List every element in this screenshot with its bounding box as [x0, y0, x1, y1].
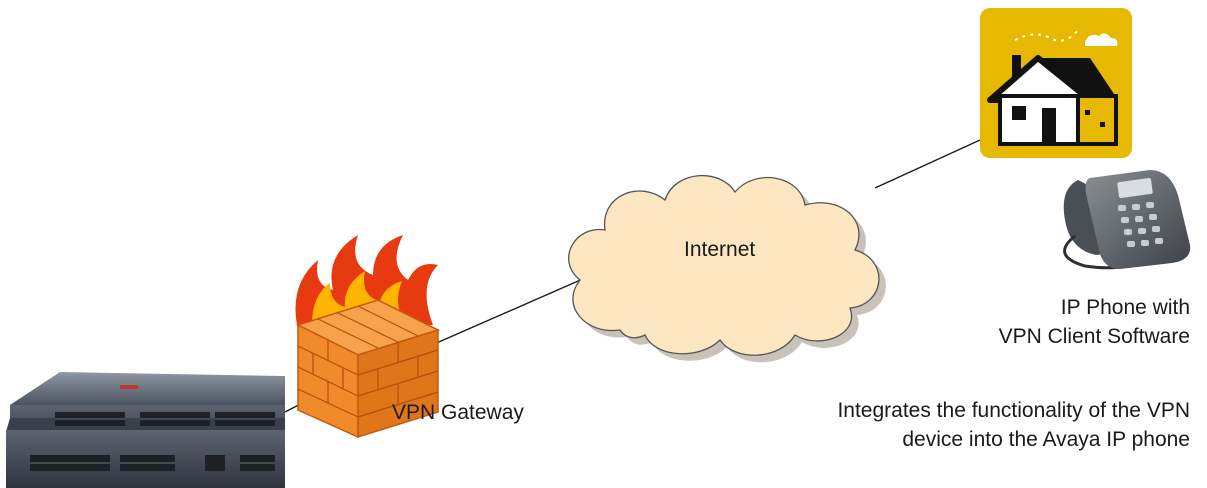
ip-phone-label-line2: VPN Client Software [998, 325, 1190, 348]
ip-phone-label-line1: IP Phone with [1060, 296, 1190, 319]
home-icon [980, 8, 1132, 158]
ip-phone-icon [1063, 170, 1191, 270]
ip-phone-label: IP Phone with VPN Client Software [999, 293, 1190, 351]
vpn-gateway-label: VPN Gateway [392, 401, 524, 424]
integration-note-line1: Integrates the functionality of the VPN [837, 399, 1190, 422]
integration-note-line2: device into the Avaya IP phone [902, 428, 1190, 451]
link-gateway-to-internet [431, 277, 586, 346]
internet-cloud-icon [568, 174, 886, 363]
integration-note: Integrates the functionality of the VPN … [837, 396, 1190, 454]
internet-label: Internet [684, 238, 756, 261]
link-internet-to-home [874, 139, 981, 189]
firewall-icon [295, 235, 440, 439]
network-switch-icon [6, 372, 285, 488]
